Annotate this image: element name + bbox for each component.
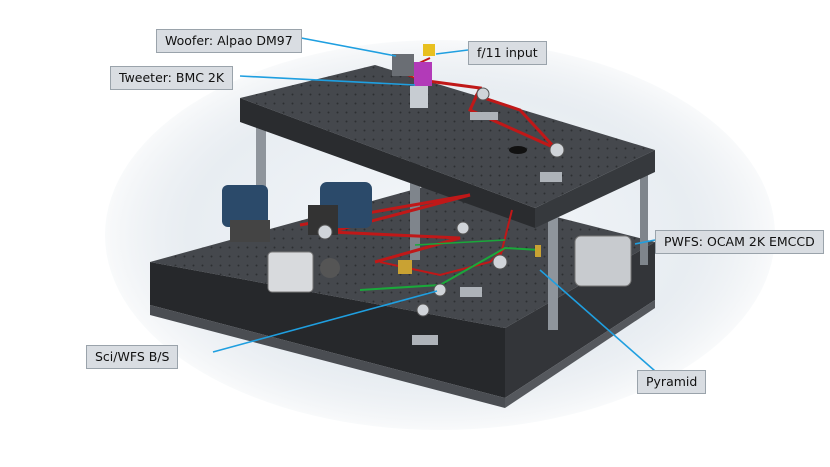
pyramid-callout-line (539, 269, 656, 372)
pwfs-camera (574, 235, 632, 287)
f11-input-label: f/11 input (468, 41, 547, 65)
woofer-callout-line (295, 36, 397, 57)
scibs-callout-line (212, 290, 438, 353)
tweeter-dm (414, 62, 432, 86)
science-camera (267, 251, 314, 293)
pwfs-callout-line (634, 239, 656, 245)
pwfs-label: PWFS: OCAM 2K EMCCD (655, 230, 824, 254)
lower-optics (222, 182, 632, 345)
tweeter-label: Tweeter: BMC 2K (110, 66, 234, 90)
upper-optics (392, 44, 565, 182)
tweeter-callout-line (239, 75, 416, 86)
camera-left (222, 185, 268, 227)
sci-wfs-bs-label: Sci/WFS B/S (86, 345, 179, 369)
woofer-label: Woofer: Alpao DM97 (156, 29, 302, 53)
f11-callout-line (435, 49, 469, 55)
callout-lines (212, 36, 656, 372)
woofer-dm (392, 54, 414, 76)
pyramid-label: Pyramid (637, 370, 707, 394)
